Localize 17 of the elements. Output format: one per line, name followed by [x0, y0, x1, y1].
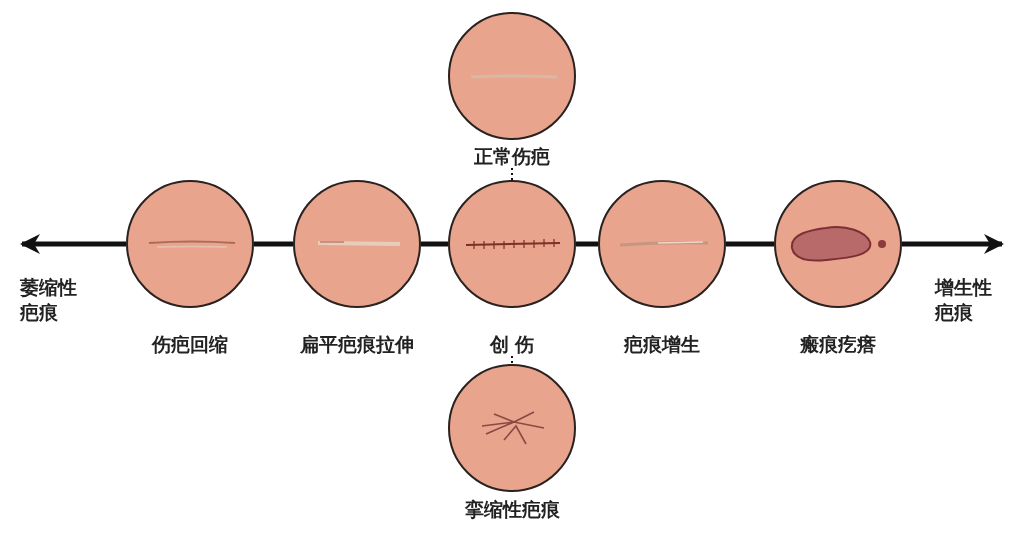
scar-type-label: 伤疤回缩 [152, 332, 228, 356]
dotted-connector [511, 355, 513, 365]
scar-type-label: 正常伤疤 [474, 144, 550, 168]
axis-line [726, 241, 774, 247]
axis-line [421, 241, 448, 247]
axis-line [576, 241, 598, 247]
scar-type-label: 创 伤 [489, 332, 535, 356]
scar-type-label: 挛缩性疤痕 [464, 497, 560, 521]
axis-arrow [20, 234, 126, 254]
scar-type-label: 疤痕增生 [624, 332, 700, 356]
axis-line [254, 241, 293, 247]
axis-arrow [902, 234, 1004, 254]
dotted-connector [511, 167, 513, 181]
scar-type-label: 扁平疤痕拉伸 [300, 332, 414, 356]
axis-end-label: 增生性疤痕 [935, 275, 993, 325]
axis-end-label: 萎缩性疤痕 [20, 275, 78, 325]
scar-type-label: 瘢痕疙瘩 [800, 332, 876, 356]
